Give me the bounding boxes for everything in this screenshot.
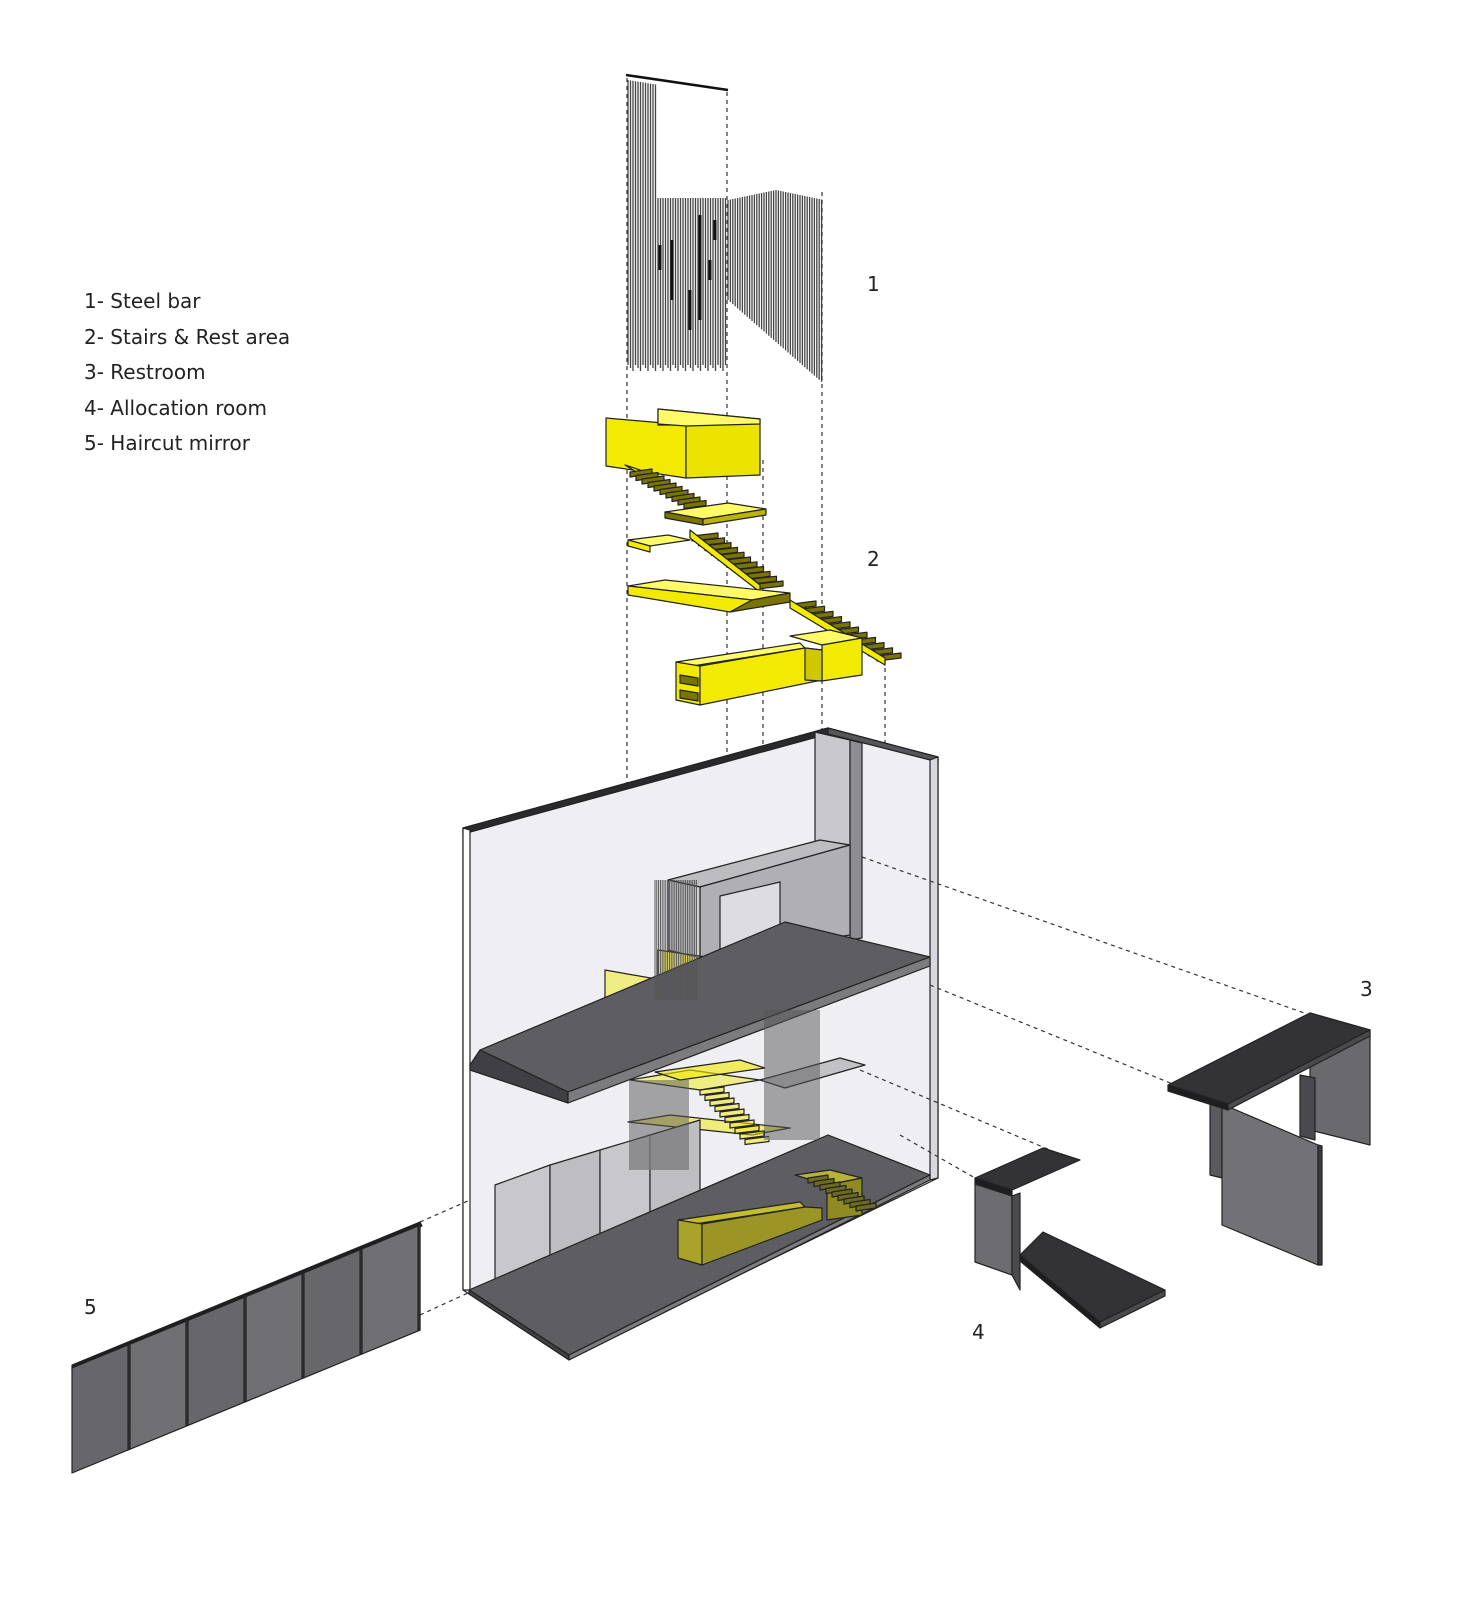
mirror-panel-edge xyxy=(417,1224,421,1331)
stair-step xyxy=(739,1130,765,1140)
stair-step xyxy=(714,1102,740,1113)
callout-steel-bar: 1 xyxy=(867,272,880,296)
stairs-rest-area-group xyxy=(605,408,902,706)
callout-stairs: 2 xyxy=(867,547,880,571)
stair-step xyxy=(729,1119,755,1129)
haircut-mirror-group xyxy=(71,1221,423,1474)
allocation-room-group xyxy=(974,1147,1166,1329)
legend-item-stairs: 2- Stairs & Rest area xyxy=(84,324,291,349)
callout-allocation-room: 4 xyxy=(972,1320,985,1344)
callout-restroom: 3 xyxy=(1360,977,1373,1001)
stair-step xyxy=(744,1135,770,1146)
legend-item-restroom: 3- Restroom xyxy=(84,360,206,384)
restroom-group xyxy=(1167,1012,1371,1266)
stair-step xyxy=(704,1091,730,1102)
stair-step xyxy=(724,1113,750,1124)
legend-item-haircut-mirror: 5- Haircut mirror xyxy=(84,431,250,455)
building-section-group xyxy=(462,727,939,1361)
callout-haircut-mirror: 5 xyxy=(84,1295,97,1319)
steel-bar-group xyxy=(625,73,823,382)
legend-item-allocation-room: 4- Allocation room xyxy=(84,395,267,420)
legend: 1- Steel bar 2- Stairs & Rest area 3- Re… xyxy=(84,284,290,462)
stair-step xyxy=(734,1124,760,1135)
stair-step xyxy=(855,1202,877,1212)
legend-item-steel-bar: 1- Steel bar xyxy=(84,289,201,313)
stair-step xyxy=(709,1097,735,1107)
projection-lines-diagonal xyxy=(419,856,1311,1316)
stair-step xyxy=(699,1086,725,1096)
stair-step xyxy=(683,499,707,510)
stair-step xyxy=(719,1108,745,1118)
